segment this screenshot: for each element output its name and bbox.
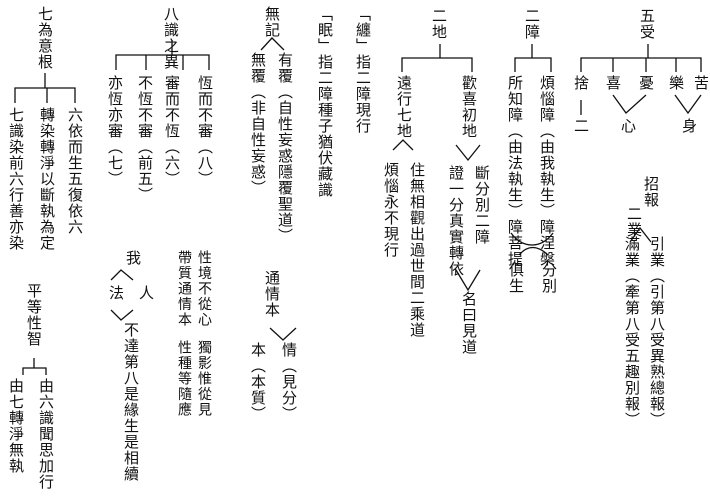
- jing-line-3: 獨影惟從見: [196, 340, 212, 418]
- section-head-erye: 二業: [625, 206, 643, 238]
- term-fa: 法: [107, 285, 125, 301]
- term-le: 樂: [667, 75, 685, 91]
- section-head-qiwei: 七為意根: [36, 6, 54, 70]
- yin-ye: 引業（引第八受異熟總報）: [648, 236, 666, 428]
- section-head-wuji: 無記: [263, 6, 281, 38]
- heng-bushen: 恆而不審（八）: [196, 75, 214, 187]
- section-head-wushou: 五受: [638, 8, 656, 40]
- term-wo: 我: [124, 250, 142, 266]
- section-head-erdi: 二地: [430, 8, 448, 40]
- qing-jianfen: 情（見分）: [280, 342, 298, 422]
- buda-diba: 不達第八是緣生是相續: [122, 322, 140, 482]
- section-head-bashi: 八識之異: [162, 6, 180, 70]
- label-jusheng: 俱生: [507, 262, 525, 294]
- shen-buheng: 審而不恆（六）: [163, 75, 181, 187]
- fannao-zhang: 煩惱障（由我執生）障涅槃: [538, 75, 556, 267]
- duan-erzhang: 斷分別二障: [473, 165, 491, 245]
- term-shen: 身: [680, 118, 698, 134]
- zhuan-ran-zhuan-jing: 轉染轉淨以斷執為定: [38, 107, 56, 251]
- suozhi-zhang: 所知障（由法執生）障菩提: [506, 75, 524, 267]
- yuanxing-qidi: 遠行七地: [395, 75, 413, 139]
- term-er: 二: [572, 118, 590, 134]
- jing-line-4: 性種等隨應: [176, 340, 192, 418]
- term-she: 捨: [572, 75, 590, 91]
- mingyue-jiandao: 名曰見道: [460, 291, 478, 355]
- fannao-yong: 煩惱永不現行: [382, 162, 400, 258]
- term-you: 憂: [637, 75, 655, 91]
- section-head-erzhang: 二障: [523, 8, 541, 40]
- zheng-zhuanyi: 證一分真實轉依: [447, 165, 465, 277]
- huanxi-chudi: 歡喜初地: [460, 75, 478, 139]
- liu-yi-er-sheng: 六依而生五復依六: [66, 107, 84, 235]
- term-xi: 喜: [604, 75, 622, 91]
- zhu-wuxiang: 住無相觀出過世間二乘道: [408, 162, 426, 338]
- you-qizhuan: 由七轉淨無執: [7, 378, 25, 474]
- man-ye: 滿業（牽第八受五趣別報）: [623, 236, 641, 428]
- qishi-ran: 七識染前六行善亦染: [7, 107, 25, 251]
- term-ren: 人: [137, 285, 155, 301]
- youfu: 有覆（自性妄惑隱覆聖道）: [276, 52, 294, 244]
- mian-note: 「眠」指二障種子猶伏藏識: [316, 6, 334, 198]
- label-zhaobao: 招報: [642, 176, 660, 208]
- jing-line-2: 帶質通情本: [176, 250, 192, 328]
- pingdeng-xingzhi: 平等性智: [25, 283, 43, 347]
- chan-note: 「纏」指二障現行: [354, 6, 372, 134]
- term-xin: 心: [619, 118, 637, 134]
- tong-qing-ben: 通情本: [263, 270, 281, 318]
- label-fenbie: 分別: [540, 262, 558, 294]
- ben-benzhi: 本（本質）: [249, 342, 267, 422]
- term-ku: 苦: [692, 75, 710, 91]
- buheng-bushen: 不恆不審（前五）: [136, 75, 154, 203]
- jing-line-1: 性境不從心: [196, 250, 212, 328]
- wufu: 無覆（非自性妄惑）: [249, 52, 267, 196]
- yiheng-yishen: 亦恆亦審（七）: [106, 75, 124, 187]
- you-liushi: 由六識聞思加行: [37, 378, 55, 490]
